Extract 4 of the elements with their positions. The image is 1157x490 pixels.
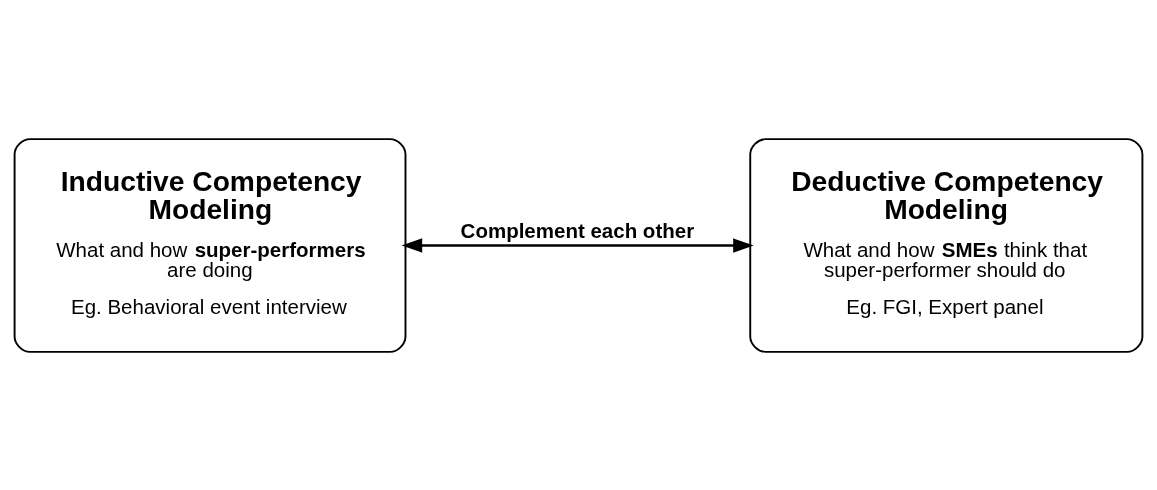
node-box: Deductive Competency Modeling What and how SMEs think that super-performer should do Eg. FGI, Expert panel xyxy=(749,137,1144,353)
edge-label: Complement each other xyxy=(460,218,695,242)
node-box: Inductive Competency Modeling What and how super-performers are doing Eg. Behavioral event interview xyxy=(13,137,407,353)
arrow xyxy=(401,237,754,253)
